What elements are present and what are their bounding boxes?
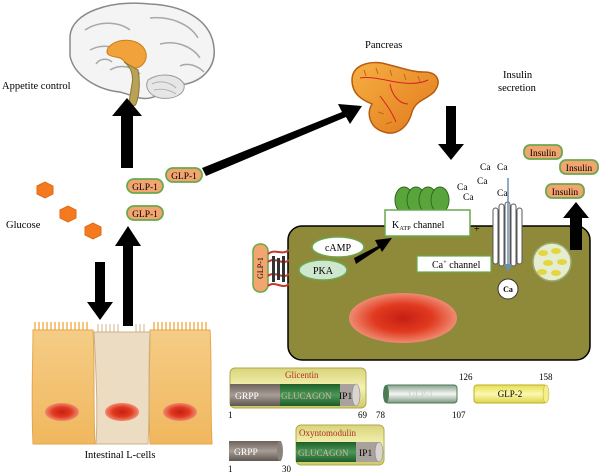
- intestinal-cells: [31, 322, 213, 445]
- arrow-glucose-to-cells: [87, 262, 113, 320]
- brain-illustration: [69, 2, 215, 107]
- position-78: 78: [376, 410, 386, 420]
- calcium-channel-tubes: [492, 178, 523, 272]
- glucose-hexagon: [59, 205, 77, 223]
- arrow-to-pancreas: [202, 104, 362, 176]
- ca-channel-word: channel: [447, 260, 481, 271]
- svg-text:Ca+ channel: Ca+ channel: [432, 259, 481, 271]
- glp1-badge: GLP-1: [126, 178, 164, 194]
- insulin-badge: Insulin: [523, 144, 563, 160]
- svg-text:Insulin: Insulin: [566, 164, 593, 174]
- svg-text:PKA: PKA: [313, 266, 334, 277]
- katp-subscript: ATP: [399, 225, 411, 232]
- position-126: 126: [459, 372, 473, 382]
- oxyntomodulin-label: Oxyntomodulin: [299, 428, 357, 438]
- ca-ion: Ca: [497, 163, 508, 173]
- insulin-secretion-label-line1: Insulin: [503, 70, 533, 81]
- glp2-segment: GLP-2: [473, 384, 550, 404]
- pancreas-label: Pancreas: [365, 40, 402, 51]
- glucose-hexagon: [84, 222, 102, 240]
- svg-text:GLP-1: GLP-1: [132, 210, 158, 220]
- position-69: 69: [358, 410, 368, 420]
- katp-channel: KATP channel: [384, 186, 471, 237]
- svg-text:GLP-1: GLP-1: [256, 257, 265, 279]
- pka-oval: PKA: [298, 259, 348, 281]
- svg-text:Insulin: Insulin: [552, 188, 579, 198]
- katp-channel-word: channel: [411, 220, 445, 231]
- intestinal-l-cells-label: Intestinal L-cells: [85, 450, 156, 461]
- insulin-granule-vesicle: [532, 242, 572, 282]
- glp1-segment: GLP-1: [383, 384, 458, 404]
- camp-oval: cAMP: [311, 236, 365, 258]
- glicentin-label: Glicentin: [285, 370, 319, 380]
- position-1: 1: [228, 410, 233, 420]
- grpp-standalone-bar: GRPP: [229, 441, 283, 461]
- ca-bubble: Ca: [497, 278, 519, 300]
- grpp-label: GRPP: [235, 392, 259, 402]
- ca-ion: Ca: [457, 183, 468, 193]
- svg-text:cAMP: cAMP: [325, 243, 352, 254]
- arrow-to-brain: [112, 98, 142, 168]
- insulin-badge: Insulin: [559, 159, 599, 175]
- plus-sign: +: [474, 224, 480, 235]
- svg-text:GLP-1: GLP-1: [171, 172, 197, 182]
- ca-channel-superscript: +: [443, 259, 447, 266]
- glucagon-label: GLUCAGON: [281, 391, 332, 401]
- position-1b: 1: [228, 464, 233, 474]
- appetite-control-label: Appetite control: [2, 81, 71, 92]
- svg-text:KATP channel: KATP channel: [392, 220, 445, 232]
- ca-ion: Ca: [480, 163, 491, 173]
- pancreas-illustration: [351, 61, 439, 134]
- ca-ion: Ca: [463, 193, 474, 203]
- ca-ion: Ca: [497, 189, 508, 199]
- svg-text:IP1: IP1: [359, 449, 372, 459]
- arrow-vesicle-to-insulin: [563, 202, 589, 250]
- svg-text:GLUCAGON: GLUCAGON: [298, 448, 349, 458]
- position-107: 107: [452, 410, 466, 420]
- svg-text:GLP-1: GLP-1: [409, 389, 434, 399]
- ca-ion: Ca: [477, 177, 488, 187]
- svg-text:GRPP: GRPP: [234, 448, 258, 458]
- oxyntomodulin-bar: Oxyntomodulin GLUCAGON IP1: [295, 424, 385, 466]
- position-158: 158: [539, 372, 553, 382]
- ca-channel-box: Ca+ channel: [416, 255, 492, 273]
- position-30: 30: [282, 464, 292, 474]
- glicentin-bar: Glicentin GRPP GLUCAGON IP1: [229, 367, 367, 409]
- insulin-secretion-label-line2: secretion: [498, 83, 537, 94]
- beta-cell-nucleus: [349, 293, 457, 343]
- ip1-label: IP1: [339, 392, 352, 402]
- svg-text:GLP-1: GLP-1: [132, 183, 158, 193]
- glucose-hexagon: [36, 181, 54, 199]
- ca-channel-ca: Ca: [432, 260, 444, 271]
- glucose-label: Glucose: [6, 220, 41, 231]
- insulin-badge: Insulin: [545, 183, 585, 199]
- arrow-cells-to-glp1: [115, 226, 141, 326]
- svg-text:GLP-2: GLP-2: [498, 389, 523, 399]
- glp1-receptor: GLP-1: [252, 243, 290, 293]
- katp-k: K: [392, 220, 400, 231]
- arrow-pancreas-to-cell: [438, 106, 464, 160]
- arrow-pka-to-katp: [354, 238, 392, 264]
- glp1-badge: GLP-1: [165, 167, 203, 183]
- svg-text:Ca: Ca: [503, 285, 513, 294]
- glp1-badge: GLP-1: [126, 205, 164, 221]
- svg-text:Insulin: Insulin: [530, 149, 557, 159]
